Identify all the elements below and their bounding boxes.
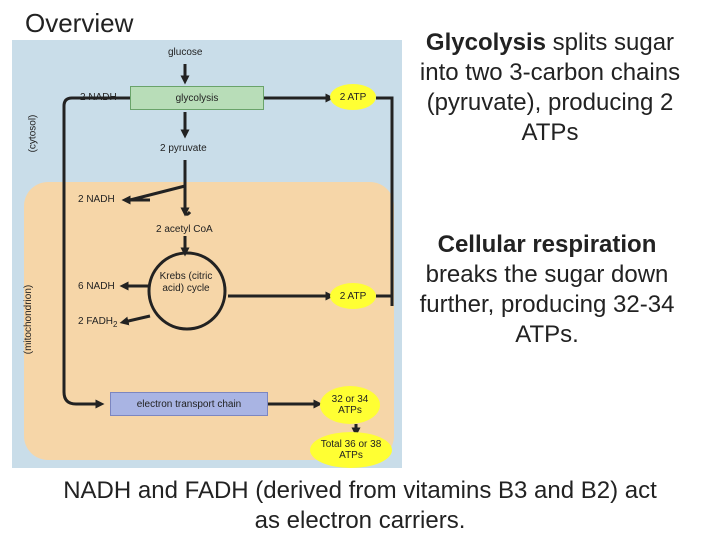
pyruvate-label: 2 pyruvate — [160, 143, 207, 154]
arrow-nadh-glycolysis — [62, 96, 130, 409]
krebs-label: Krebs (citric acid) cycle — [159, 271, 213, 294]
fadh-krebs-label: 2 FADH2 — [78, 316, 117, 329]
nadh-transition-label: 2 NADH — [78, 194, 115, 205]
slide-title: Overview — [25, 8, 134, 38]
atp-glycolysis-oval: 2 ATP — [330, 84, 376, 110]
cytosol-label: (cytosol) — [27, 114, 39, 153]
glycolysis-box: glycolysis — [130, 86, 264, 110]
atp-krebs-oval: 2 ATP — [330, 283, 376, 309]
fadh-subscript: 2 — [113, 320, 118, 329]
acetyl-coa-label: 2 acetyl CoA — [156, 224, 213, 235]
glycolysis-explanation: splits sugar into two 3-carbon chains (p… — [419, 29, 681, 146]
nadh-krebs-label: 6 NADH — [78, 281, 115, 292]
krebs-cycle-ring — [147, 251, 227, 331]
nadh-glycolysis-label: 2 NADH — [80, 92, 117, 103]
electron-transport-box: electron transport chain — [110, 392, 268, 416]
respiration-explanation: breaks the sugar down further, producing… — [419, 261, 675, 348]
glycolysis-description: Glycolysis splits sugar into two 3-carbo… — [408, 28, 692, 148]
total-atp-oval: Total 36 or 38 ATPs — [310, 432, 392, 468]
footer-note: NADH and FADH (derived from vitamins B3 … — [63, 477, 657, 534]
glucose-label: glucose — [168, 47, 203, 58]
mitochondrion-label: (mitochondrion) — [23, 284, 35, 355]
glycolysis-term: Glycolysis — [425, 29, 546, 56]
respiration-description: Cellular respiration breaks the sugar do… — [412, 230, 682, 350]
atp-etc-oval: 32 or 34 ATPs — [320, 386, 380, 424]
respiration-term: Cellular respiration — [437, 231, 657, 258]
fadh-text: 2 FADH — [78, 316, 114, 327]
